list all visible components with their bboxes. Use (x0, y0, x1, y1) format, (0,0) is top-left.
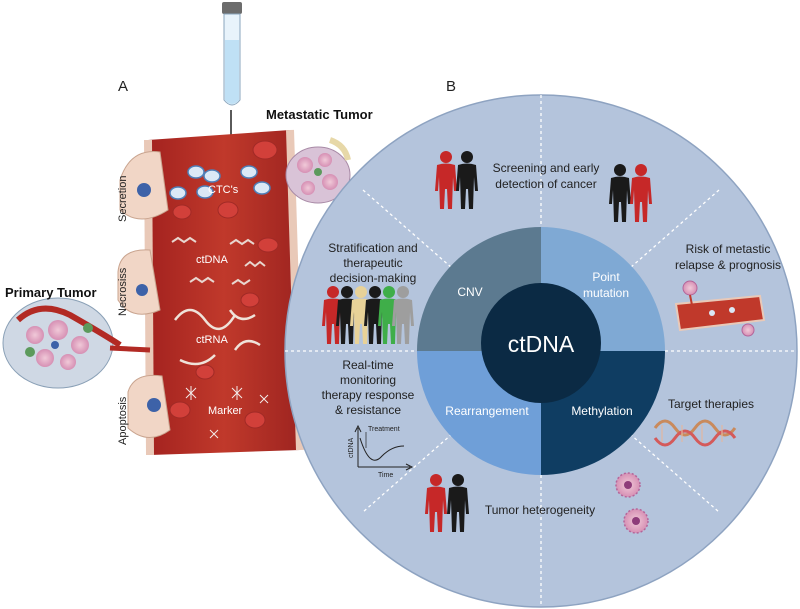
risk-line-2: relapse & prognosis (675, 258, 781, 272)
heterogeneity-label: Tumor heterogeneity (485, 503, 595, 517)
quadrant-label-point-1: Point (592, 270, 620, 284)
screening-line-1: Screening and early (493, 161, 600, 175)
stratification-line-3: decision-making (330, 271, 417, 285)
treatment-mini-chart (354, 424, 414, 471)
ctc-cells (169, 165, 271, 200)
label-necrosis: Necrosiss (117, 267, 129, 316)
vessel-label-ctrna: ctRNA (196, 334, 228, 346)
quadrant-label-cnv: CNV (457, 285, 482, 299)
vessel-label-ctdna: ctDNA (196, 254, 228, 266)
mini-chart-xlabel: Time (378, 472, 393, 479)
metastatic-vessel-icon (674, 280, 766, 337)
label-apoptosis: Apoptosis (117, 396, 129, 445)
screening-line-2: detection of cancer (495, 177, 596, 191)
panel-a-letter: A (118, 78, 128, 95)
vessel-label-ctc: CTC's (208, 184, 239, 196)
quadrant-label-methylation: Methylation (571, 404, 632, 418)
stratification-line-1: Stratification and (328, 241, 417, 255)
mini-chart-ylabel: ctDNA (348, 437, 355, 458)
quadrant-ring (417, 227, 665, 475)
primary-tumor-icon (2, 297, 151, 389)
quadrant-label-rearrangement: Rearrangement (445, 404, 529, 418)
monitoring-line-2: monitoring (340, 373, 396, 387)
red-blood-cells (169, 140, 279, 429)
label-secretion: Secretion (117, 176, 129, 222)
quadrant-label-point-2: mutation (583, 286, 629, 300)
metastatic-tumor-label: Metastatic Tumor (266, 107, 373, 122)
marker-particles (185, 386, 269, 439)
monitoring-line-1: Real-time (342, 358, 394, 372)
panel-b-letter: B (446, 78, 456, 95)
dna-helix-icon (653, 419, 737, 447)
apoptosis-cell (127, 374, 171, 438)
necrosis-cell (117, 249, 161, 315)
test-tube-icon (222, 2, 242, 106)
center-label: ctDNA (508, 331, 575, 357)
risk-line-1: Risk of metastic (686, 242, 771, 256)
monitoring-line-3: therapy response (322, 388, 415, 402)
metastatic-tumor-icon (285, 137, 351, 204)
ctrna-strands (174, 308, 261, 366)
tumor-cell-icons (615, 472, 649, 534)
secretion-cell (119, 151, 169, 220)
target-therapies-label: Target therapies (668, 397, 754, 411)
center-disc (481, 283, 601, 403)
primary-tumor-label: Primary Tumor (5, 285, 97, 300)
monitoring-line-4: & resistance (335, 403, 401, 417)
stratification-line-2: therapeutic (343, 256, 402, 270)
mini-chart-annotation: Treatment (368, 426, 400, 433)
ctdna-fragments (171, 236, 266, 286)
vessel-label-marker: Marker (208, 405, 243, 417)
